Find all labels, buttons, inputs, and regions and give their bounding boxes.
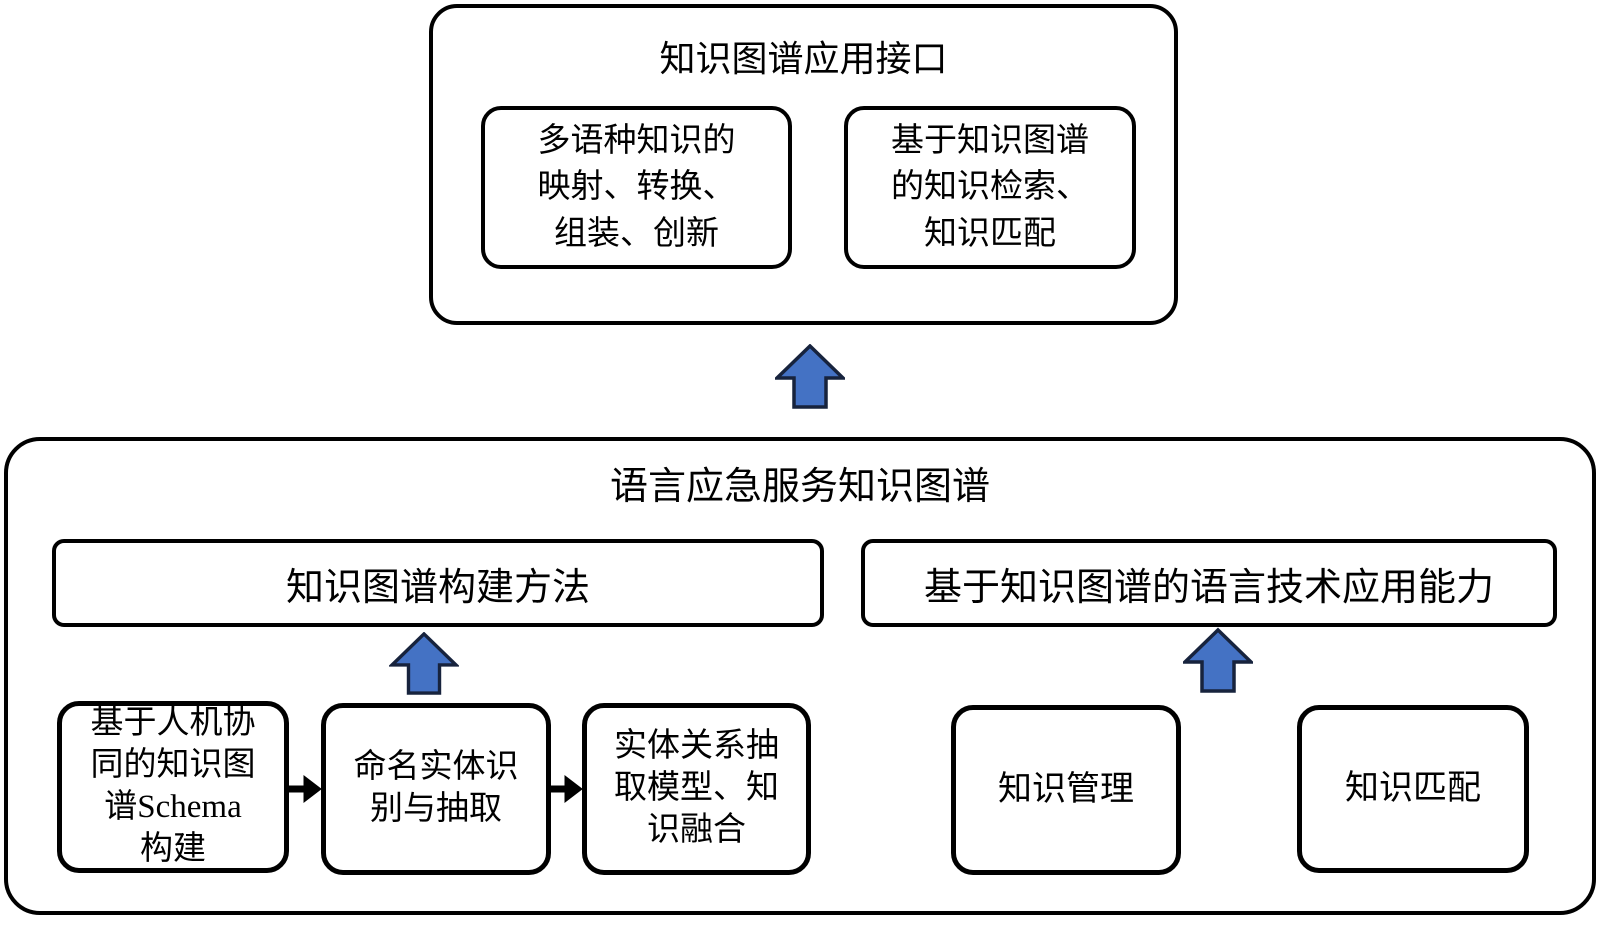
interface-title: 知识图谱应用接口: [659, 39, 948, 79]
text-line: 知识管理: [998, 771, 1134, 809]
schema-construction-box: 基于人机协 同的知识图 谱Schema 构建: [57, 701, 289, 873]
up-arrow-shape: [775, 344, 845, 409]
knowledge-retrieval-box: 基于知识图谱 的知识检索、 知识匹配: [844, 106, 1136, 269]
text-line: 知识匹配: [1345, 770, 1481, 808]
multilingual-knowledge-box: 多语种知识的 映射、转换、 组装、创新: [481, 106, 792, 269]
text-line: 命名实体识: [353, 749, 519, 786]
up-arrow-icon: [1183, 627, 1253, 693]
text-line: 构建: [140, 830, 206, 867]
text-line: 多语种知识的: [537, 123, 736, 160]
named-entity-recognition-box: 命名实体识 别与抽取: [321, 703, 551, 875]
text-line: 同的知识图: [90, 747, 256, 784]
right-arrow-icon: [287, 774, 322, 804]
construction-method-header: 知识图谱构建方法: [52, 539, 824, 627]
text-line: 别与抽取: [370, 791, 502, 827]
text-line: 实体关系抽: [614, 728, 779, 765]
knowledge-matching-box: 知识匹配: [1297, 705, 1529, 873]
construction-header-label: 知识图谱构建方法: [285, 566, 590, 609]
text-line: 知识匹配: [924, 215, 1056, 252]
kg-application-interface-box: 知识图谱应用接口 多语种知识的 映射、转换、 组装、创新 基于知识图谱 的知识检…: [429, 4, 1178, 325]
up-arrow-icon: [389, 632, 459, 695]
up-arrow-shape: [389, 632, 459, 695]
kg-title: 语言应急服务知识图谱: [609, 466, 990, 508]
right-arrow-icon: [548, 774, 583, 804]
right-arrow-shape: [287, 774, 322, 804]
text-line: 基于人机协: [90, 705, 256, 742]
text-line: 组装、创新: [554, 215, 719, 252]
text-line: 谱Schema: [104, 789, 242, 825]
text-line: 基于知识图谱: [891, 123, 1089, 160]
relation-extraction-box: 实体关系抽 取模型、知 识融合: [582, 703, 811, 875]
up-arrow-shape: [1183, 627, 1253, 693]
right-arrow-shape: [548, 774, 583, 804]
application-header-label: 基于知识图谱的语言技术应用能力: [923, 566, 1494, 609]
text-line: 取模型、知: [614, 770, 779, 807]
application-capability-header: 基于知识图谱的语言技术应用能力: [861, 539, 1557, 627]
language-emergency-kg-box: 语言应急服务知识图谱 知识图谱构建方法 基于知识图谱的语言技术应用能力 基于人机…: [4, 437, 1596, 915]
knowledge-management-box: 知识管理: [951, 705, 1181, 875]
text-line: 映射、转换、: [537, 169, 736, 206]
text-line: 识融合: [647, 811, 746, 848]
text-line: 的知识检索、: [891, 169, 1089, 206]
up-arrow-icon: [775, 344, 845, 409]
